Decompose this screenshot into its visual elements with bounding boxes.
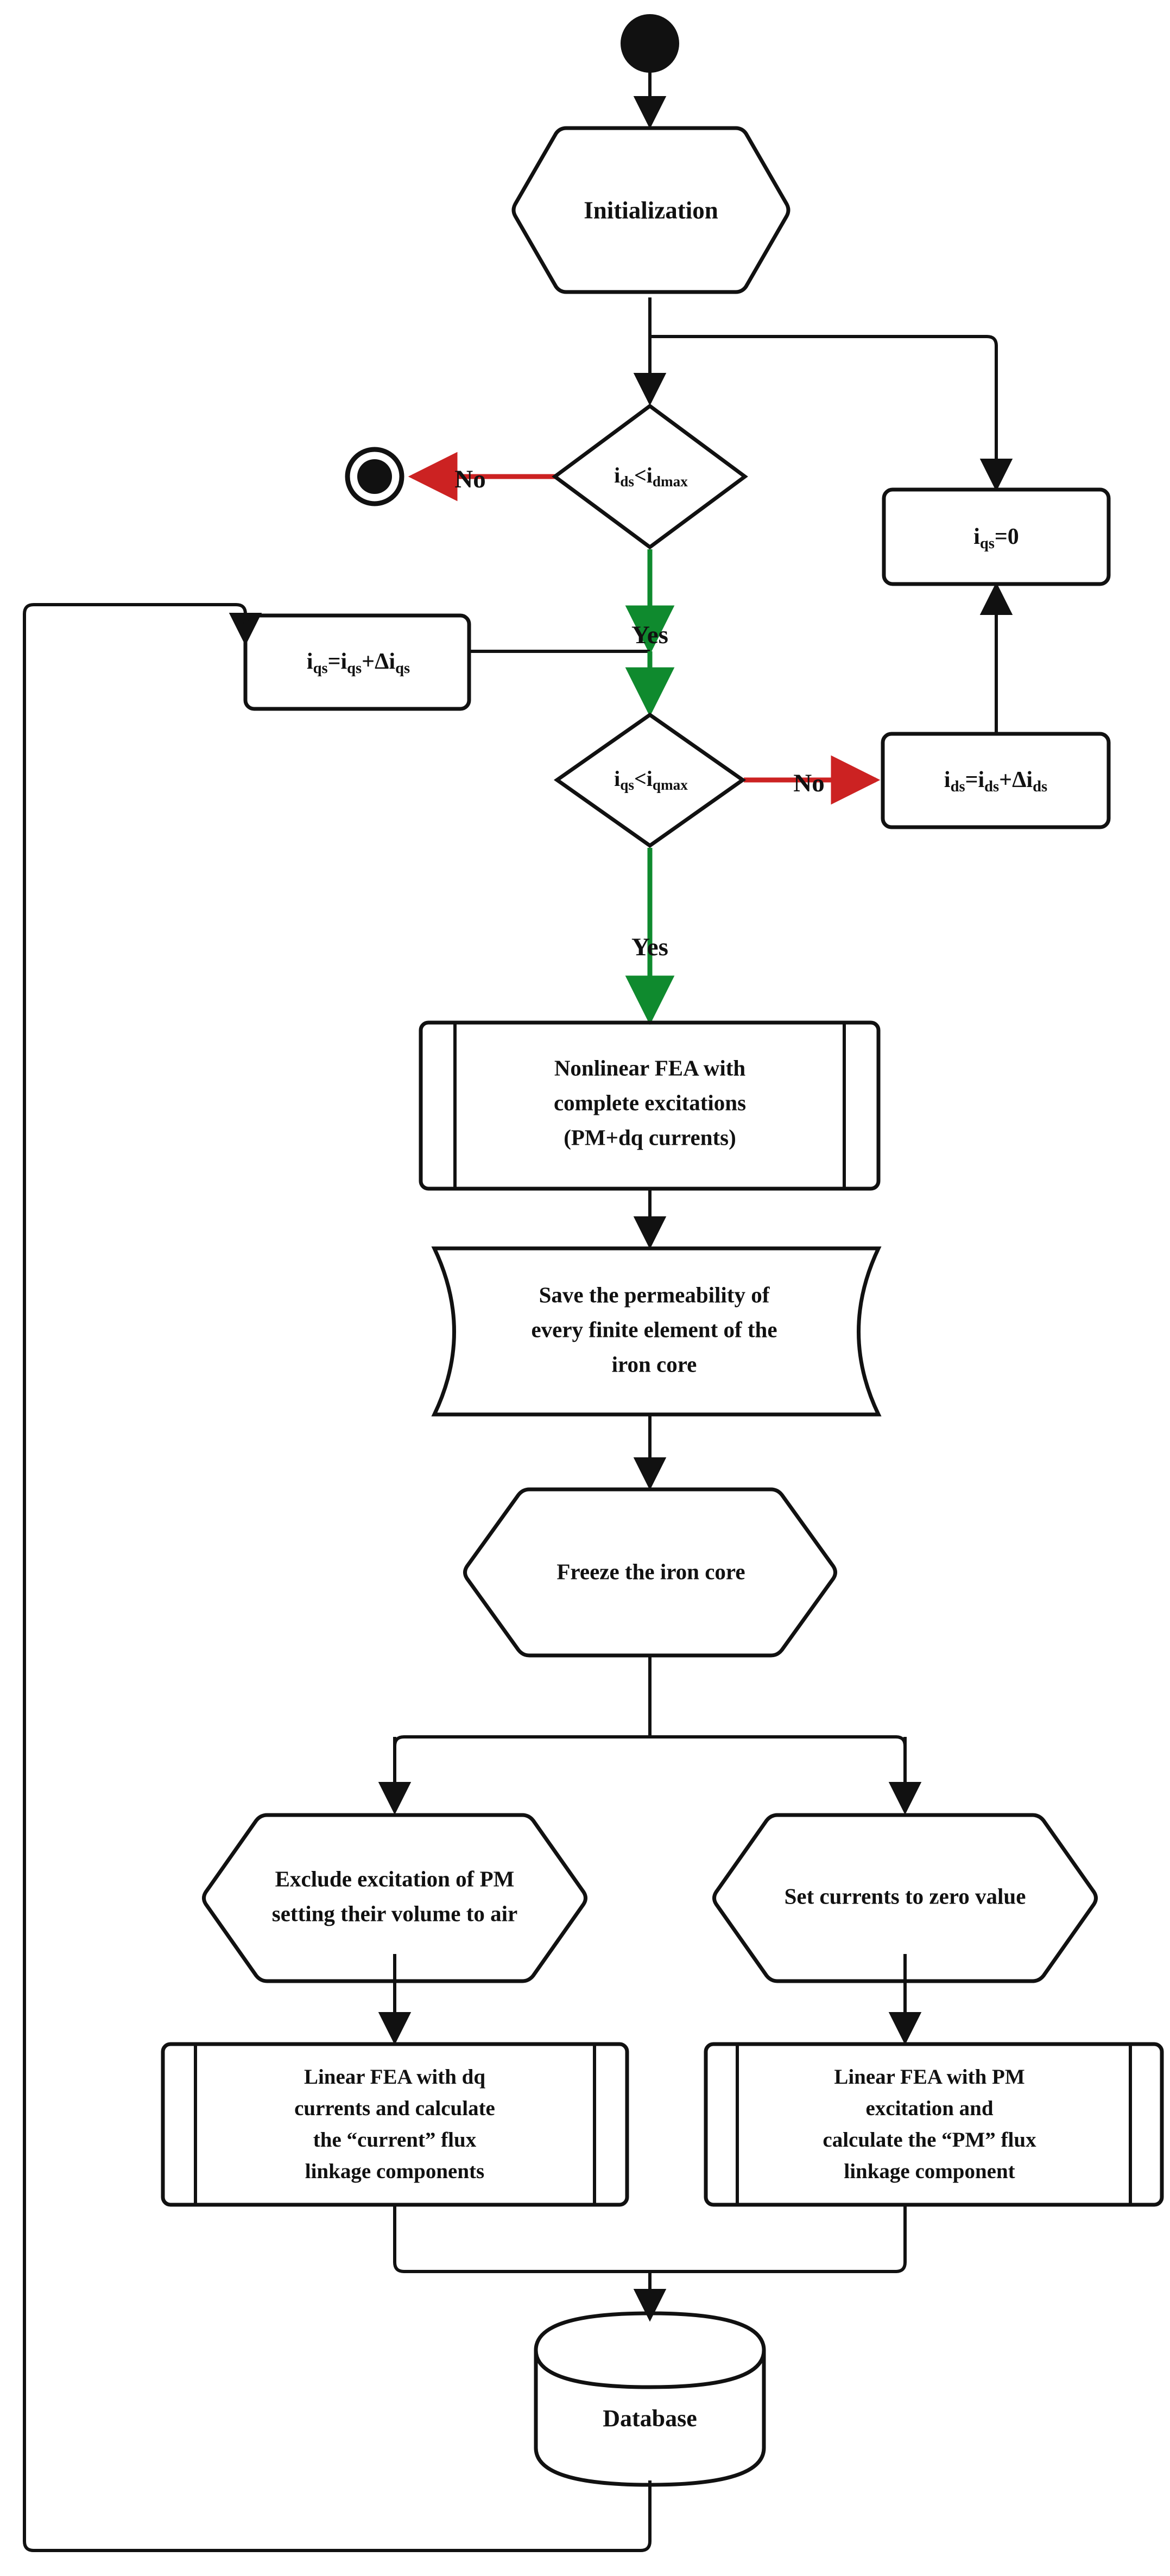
nonlinear-fea-line-2: complete excitations [554,1090,746,1115]
linear-fea-pm-line-1: Linear FEA with PM [834,2065,1024,2089]
edge-label-yes-1: Yes [631,621,668,649]
node-ids-increment[interactable]: ids=ids+Δids [881,732,1111,829]
node-nonlinear-fea[interactable]: Nonlinear FEA with complete excitations … [419,1020,881,1191]
edge-label-no-1: No [454,465,485,493]
exclude-pm-line-2: setting their volume to air [272,1901,517,1926]
node-initialization[interactable]: Initialization [511,126,790,294]
iqs-zero-label: iqs=0 [973,524,1019,552]
node-decision-ids-less-idmax[interactable]: ids<idmax [552,403,748,550]
edge-label-yes-2: Yes [631,933,668,961]
freeze-core-label: Freeze the iron core [556,1559,745,1584]
iqs-increment-label: iqs=iqs+Δiqs [307,649,410,677]
edge-linear-fea-merge-to-database [393,2206,907,2322]
node-set-currents-zero[interactable]: Set currents to zero value [712,1813,1098,1983]
save-permeability-line-2: every finite element of the [531,1317,777,1342]
node-linear-fea-pm[interactable]: Linear FEA with PM excitation and calcul… [704,2042,1164,2207]
node-decision-iqs-less-iqmax[interactable]: iqs<iqmax [553,712,747,848]
initialization-label: Initialization [584,196,718,224]
linear-fea-dq-line-3: the “current” flux [313,2128,477,2152]
node-freeze-core[interactable]: Freeze the iron core [463,1487,837,1658]
decision-iqs-label: iqs<iqmax [614,766,688,793]
linear-fea-pm-line-4: linkage component [844,2160,1015,2183]
edge-initialization-branch-to-iqs-zero [650,335,1013,492]
node-linear-fea-dq[interactable]: Linear FEA with dq currents and calculat… [161,2042,629,2207]
nonlinear-fea-line-3: (PM+dq currents) [564,1125,736,1150]
linear-fea-dq-line-1: Linear FEA with dq [304,2065,485,2089]
node-exclude-pm[interactable]: Exclude excitation of PM setting their v… [202,1813,587,1983]
node-database[interactable]: Database [534,2311,766,2487]
start-node[interactable] [621,14,679,73]
database-label: Database [603,2405,697,2432]
ids-increment-label: ids=ids+Δids [944,767,1047,795]
node-iqs-increment[interactable]: iqs=iqs+Δiqs [243,613,471,711]
save-permeability-line-3: iron core [612,1352,697,1376]
node-iqs-zero[interactable]: iqs=0 [882,487,1111,586]
node-save-permeability[interactable]: Save the permeability of every finite el… [431,1246,882,1417]
exclude-pm-line-1: Exclude excitation of PM [275,1866,515,1891]
save-permeability-line-1: Save the permeability of [539,1282,770,1307]
linear-fea-dq-line-2: currents and calculate [294,2097,495,2120]
nonlinear-fea-line-1: Nonlinear FEA with [554,1055,746,1080]
edge-label-no-2: No [793,769,824,797]
edge-freeze-core-to-fork [378,1657,922,1815]
edge-database-feedback-loop [23,614,652,2552]
linear-fea-dq-line-4: linkage components [305,2160,484,2183]
set-currents-zero-label: Set currents to zero value [785,1883,1026,1908]
edge-loopback-to-iqs-increment [23,603,262,646]
end-node[interactable] [345,447,404,506]
linear-fea-pm-line-3: calculate the “PM” flux [823,2128,1036,2152]
decision-ids-label: ids<idmax [614,463,688,490]
linear-fea-pm-line-2: excitation and [865,2097,993,2120]
